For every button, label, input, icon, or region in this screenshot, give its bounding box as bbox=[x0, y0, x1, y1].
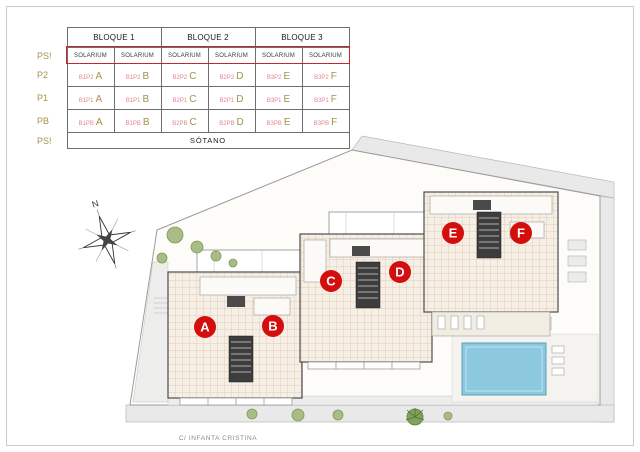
stair-core bbox=[355, 261, 381, 309]
unit-matrix-table: BLOQUE 1 BLOQUE 2 BLOQUE 3 PS! SOLARIUM … bbox=[35, 27, 350, 149]
unit-letter-f: F bbox=[517, 226, 525, 241]
roads bbox=[125, 135, 615, 423]
unit-marker-c[interactable]: C bbox=[320, 270, 342, 292]
row-label-p2: P2 bbox=[37, 70, 49, 80]
parking-spaces bbox=[567, 239, 587, 283]
unit-letter-b: B bbox=[268, 319, 277, 334]
tree bbox=[332, 409, 344, 421]
block-1-header: BLOQUE 1 bbox=[66, 27, 162, 48]
pool-inner-line bbox=[465, 346, 543, 392]
swimming-pool bbox=[461, 342, 547, 396]
left-walkway bbox=[132, 261, 169, 403]
solarium-cell: SOLARIUM bbox=[254, 47, 303, 64]
tree bbox=[443, 411, 453, 421]
unit-marker-d[interactable]: D bbox=[389, 261, 411, 283]
bottom-road bbox=[125, 404, 615, 423]
sotano-row: PS! SÓTANO bbox=[35, 132, 350, 149]
street-label: C/ INFANTA CRISTINA bbox=[179, 435, 258, 442]
compass-rose: N bbox=[78, 198, 136, 269]
row-label-sotano: PS! bbox=[37, 135, 52, 146]
corner-cell bbox=[35, 28, 67, 48]
unit-letter-a: A bbox=[200, 320, 210, 335]
block-header-row: BLOQUE 1 BLOQUE 2 BLOQUE 3 bbox=[35, 27, 350, 48]
solarium-cell: SOLARIUM bbox=[113, 47, 162, 64]
tree bbox=[228, 258, 238, 268]
unit-letter-c: C bbox=[326, 274, 336, 289]
north-label: N bbox=[91, 198, 100, 210]
unit-letter-d: D bbox=[395, 265, 404, 280]
building-block-1 bbox=[167, 249, 304, 406]
solarium-cell: SOLARIUM bbox=[160, 47, 209, 64]
unit-marker-a[interactable]: A bbox=[194, 316, 216, 338]
row-label-p1: P1 bbox=[37, 93, 49, 103]
tree bbox=[190, 240, 204, 254]
ground-terrace bbox=[431, 311, 551, 337]
pool-area bbox=[451, 316, 599, 403]
row-label-solarium: PS! bbox=[37, 50, 52, 61]
tree bbox=[166, 226, 184, 244]
solarium-cell: SOLARIUM bbox=[207, 47, 256, 64]
unit-letter-e: E bbox=[449, 226, 458, 241]
terrace-loungers bbox=[437, 315, 485, 330]
block-2-header: BLOQUE 2 bbox=[160, 27, 256, 48]
tree bbox=[291, 408, 305, 422]
unit-marker-e[interactable]: E bbox=[442, 222, 464, 244]
stair-core bbox=[476, 211, 502, 259]
block-3-header: BLOQUE 3 bbox=[254, 27, 350, 48]
unit-marker-f[interactable]: F bbox=[510, 222, 532, 244]
trees bbox=[156, 226, 453, 422]
unit-marker-b[interactable]: B bbox=[262, 315, 284, 337]
tree bbox=[156, 252, 168, 264]
sotano-cell: SÓTANO bbox=[66, 132, 350, 149]
tree bbox=[246, 408, 258, 420]
steps bbox=[154, 297, 168, 314]
solarium-cell: SOLARIUM bbox=[66, 47, 115, 64]
building-block-2 bbox=[299, 211, 434, 370]
tree bbox=[210, 250, 222, 262]
solarium-cell: SOLARIUM bbox=[301, 47, 350, 64]
unit-markers: A B C D E F bbox=[194, 222, 532, 338]
terrace bbox=[328, 211, 434, 237]
row-label-pb: PB bbox=[37, 116, 50, 126]
stair-core bbox=[228, 335, 254, 383]
building-block-3 bbox=[423, 191, 559, 337]
solarium-row: PS! SOLARIUM SOLARIUM SOLARIUM SOLARIUM … bbox=[35, 47, 350, 64]
palm-tree bbox=[405, 408, 425, 426]
